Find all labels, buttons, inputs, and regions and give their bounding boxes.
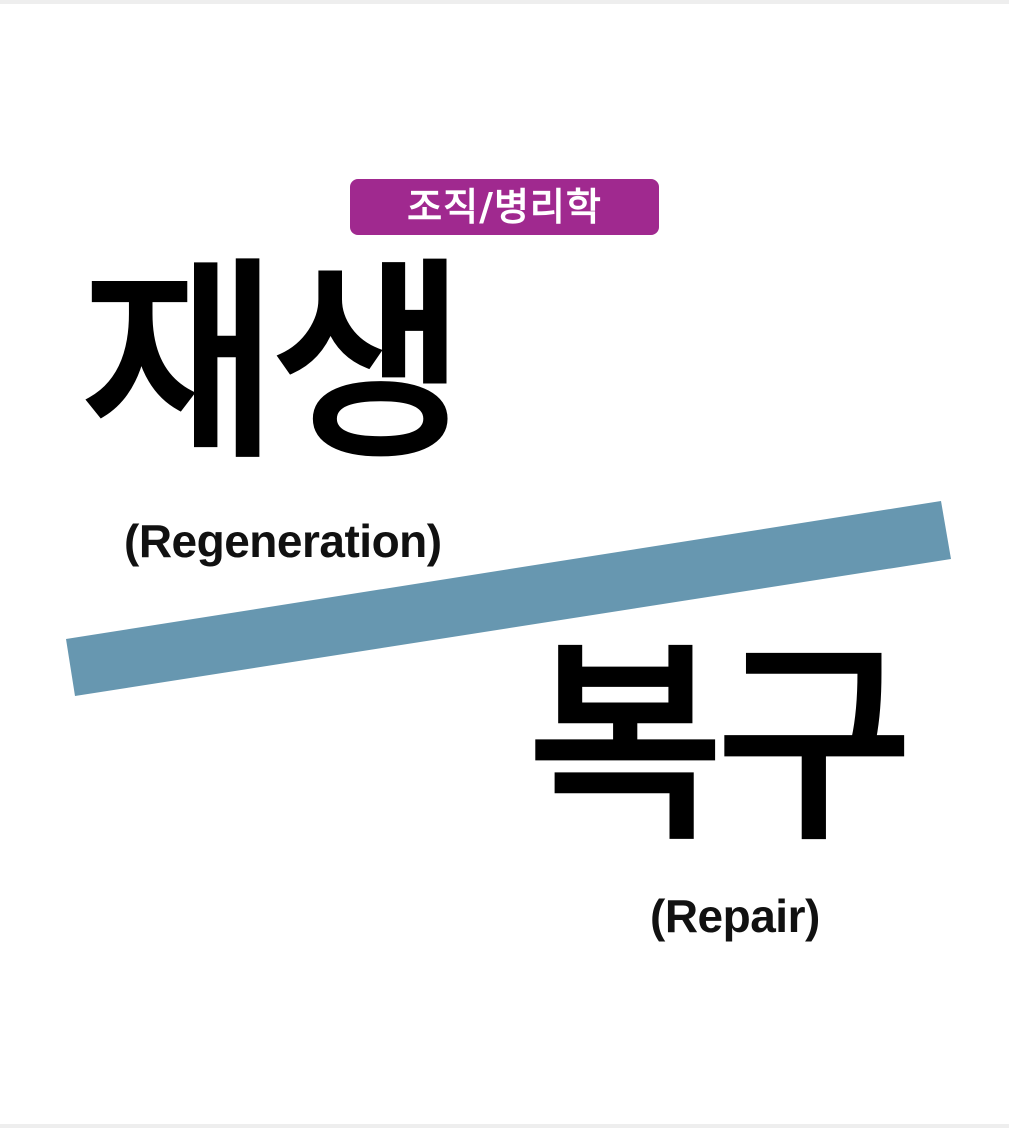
term-regeneration-english: (Regeneration) [124,515,442,567]
category-badge: 조직/병리학 [350,179,659,235]
term-repair-english: (Repair) [650,890,820,942]
bottom-border [0,1124,1009,1128]
top-border [0,0,1009,4]
term-repair-korean: 복구 [528,622,912,869]
category-badge-label: 조직/병리학 [407,185,602,229]
term-regeneration-korean: 재생 [82,240,466,487]
